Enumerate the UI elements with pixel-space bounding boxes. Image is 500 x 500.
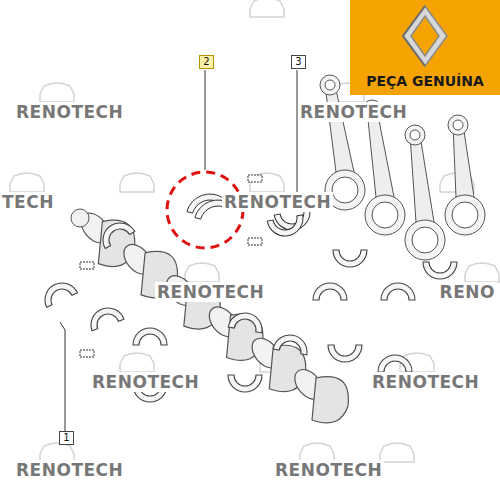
bearing-shells (39, 217, 487, 402)
watermark: RENOTECH (273, 460, 384, 480)
crankshaft (71, 208, 348, 423)
callout-box: 2 (199, 55, 214, 69)
callout-box: 1 (59, 431, 74, 445)
watermark: RENOTECH (90, 372, 201, 392)
callout-number: 3 (295, 56, 302, 68)
watermark-icons (10, 0, 499, 462)
watermark: TECH (0, 192, 56, 212)
callout-box: 3 (291, 55, 306, 69)
leader-lines (60, 70, 297, 431)
watermark: RENOTECH (222, 192, 333, 212)
watermark: RENO (438, 282, 497, 302)
banner-text: PEÇA GENUÍNA (350, 73, 500, 89)
genuine-part-banner: PEÇA GENUÍNA (350, 0, 500, 95)
watermark: RENOTECH (14, 460, 125, 480)
watermark: RENOTECH (370, 372, 481, 392)
watermark: RENOTECH (14, 102, 125, 122)
callout-number: 2 (203, 56, 210, 68)
watermark: RENOTECH (298, 102, 409, 122)
brand-logo (350, 0, 500, 72)
watermark: RENOTECH (155, 282, 266, 302)
callout-number: 1 (63, 432, 70, 444)
